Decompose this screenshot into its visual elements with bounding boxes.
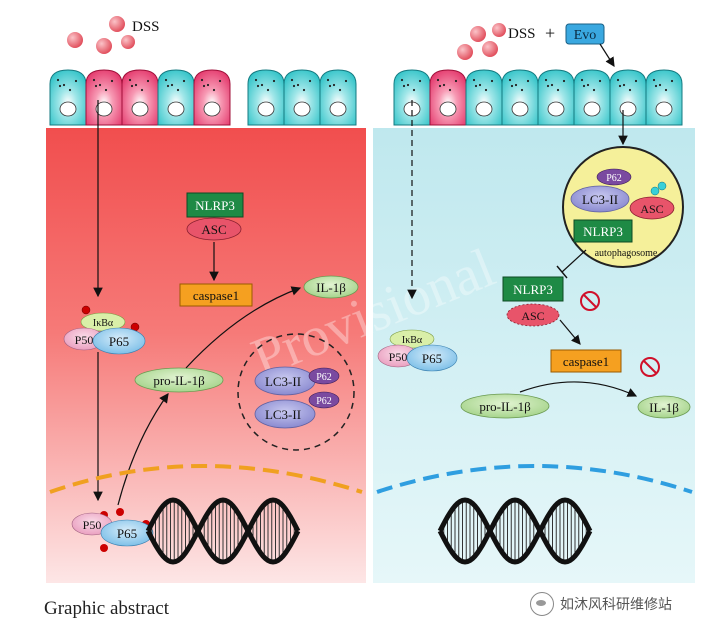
left-pro-to-il1b-arrow	[185, 286, 302, 369]
left-p65-bottom-ellipse	[100, 519, 154, 547]
auto-lc3-ellipse	[570, 185, 630, 213]
left-p50-bottom-label: P50	[83, 518, 102, 532]
autophagosome-label: autophagosome	[595, 248, 658, 259]
left-dna-helix	[145, 497, 301, 565]
left-pro-il1b-label: pro-IL-1β	[153, 373, 205, 388]
epithelial-cell	[465, 69, 503, 126]
left-lc3-label-1: LC3-II	[265, 374, 301, 389]
left-nucleus-to-pro-arrow	[117, 393, 169, 506]
chat-logo-icon	[530, 592, 554, 616]
left-nlrp3-label: NLRP3	[195, 198, 235, 213]
auto-asc-label: ASC	[640, 202, 663, 216]
right-caspase-label: caspase1	[563, 354, 609, 369]
right-pro-il1b-ellipse	[460, 393, 550, 419]
left-asc-ellipse	[186, 217, 242, 241]
plus-sign: +	[545, 23, 555, 43]
auto-p62-label: P62	[606, 173, 622, 184]
epithelial-cell	[573, 69, 611, 126]
right-ikba-label: IκBα	[402, 335, 423, 346]
block-icon-2	[640, 357, 660, 377]
auto-lc3-label: LC3-II	[582, 192, 618, 207]
evo-arrow	[599, 43, 615, 68]
right-pro-il1b-label: pro-IL-1β	[479, 399, 531, 414]
figure-caption: Graphic abstract	[44, 598, 170, 619]
right-il1b-label: IL-1β	[649, 400, 679, 415]
right-nuclear-membrane	[376, 464, 693, 494]
left-nuclear-membrane	[49, 464, 363, 494]
source-mark: 如沐风科研维修站	[530, 592, 672, 616]
auto-nlrp3-box	[573, 219, 633, 243]
left-p62-ellipse-2	[308, 391, 340, 409]
epithelial-cell	[645, 69, 683, 126]
right-epithelium	[393, 69, 683, 126]
left-lc3-label-2: LC3-II	[265, 407, 301, 422]
auto-p62-ellipse	[596, 168, 632, 186]
epithelial-cell	[319, 69, 357, 126]
epithelial-cell	[49, 69, 87, 126]
epithelial-cell	[247, 69, 285, 126]
right-dna-helix	[437, 497, 593, 565]
right-nlrp3-label: NLRP3	[513, 282, 553, 297]
epithelial-cell	[283, 69, 321, 126]
left-il1b-label: IL-1β	[316, 280, 346, 295]
left-il1b-ellipse	[303, 275, 359, 299]
auto-ub-dot-1	[650, 186, 660, 196]
right-caspase-box	[550, 349, 622, 373]
right-dss-particles	[457, 23, 506, 60]
left-dss-particles	[67, 16, 135, 54]
evo-label: Evo	[574, 28, 597, 43]
left-nlrp3-box	[186, 192, 244, 218]
epithelial-cell	[429, 69, 467, 126]
left-caspase-box	[179, 283, 253, 307]
left-p62-ellipse-1	[308, 367, 340, 385]
epithelial-cell	[609, 69, 647, 126]
right-p50-label: P50	[389, 350, 408, 364]
left-phospho-dot-1	[81, 305, 91, 315]
left-caspase-label: caspase1	[193, 288, 239, 303]
left-lc3-ellipse-2	[254, 399, 316, 429]
right-asc-label: ASC	[521, 309, 544, 323]
right-dss-label: DSS	[508, 26, 536, 42]
inhibition-bar	[556, 265, 568, 279]
source-mark-text: 如沐风科研维修站	[560, 597, 672, 613]
right-p65-label: P65	[422, 351, 442, 366]
right-asc-ellipse	[506, 303, 560, 327]
left-dss-label: DSS	[132, 19, 160, 35]
left-p65-top-label: P65	[109, 334, 129, 349]
epithelial-cell	[121, 69, 159, 126]
left-ikba-label: IκBα	[93, 318, 114, 329]
epithelial-cell	[193, 69, 231, 126]
left-epithelium	[49, 69, 357, 126]
left-lc3-p62-circle	[237, 333, 355, 451]
left-p62-label-2: P62	[316, 396, 332, 407]
epithelial-cell	[157, 69, 195, 126]
auto-nlrp3-label: NLRP3	[583, 224, 623, 239]
left-p62-label-1: P62	[316, 372, 332, 383]
left-p65-top-ellipse	[92, 327, 146, 355]
auto-ub-dot-2	[657, 181, 667, 191]
right-il1b-ellipse	[637, 395, 691, 419]
auto-asc-ellipse	[629, 196, 675, 220]
epithelial-cell	[537, 69, 575, 126]
right-p65-ellipse	[406, 344, 458, 372]
left-p65-bottom-label: P65	[117, 526, 137, 541]
left-nuc-phospho-dot-4	[100, 544, 108, 552]
right-nlrp3-box	[502, 276, 564, 302]
evo-box	[565, 23, 605, 45]
left-p50-top-label: P50	[75, 333, 94, 347]
inhibition-line	[561, 249, 587, 273]
epithelial-cell	[85, 69, 123, 126]
left-pro-il1b-ellipse	[134, 367, 224, 393]
right-pro-to-il1b-arrow	[519, 381, 638, 397]
epithelial-cell	[393, 69, 431, 126]
right-asc-to-caspase-arrow	[559, 319, 581, 345]
left-asc-label: ASC	[201, 222, 226, 237]
block-icon-1	[580, 291, 600, 311]
left-nuc-phospho-dot-2	[116, 508, 124, 516]
epithelial-cell	[501, 69, 539, 126]
